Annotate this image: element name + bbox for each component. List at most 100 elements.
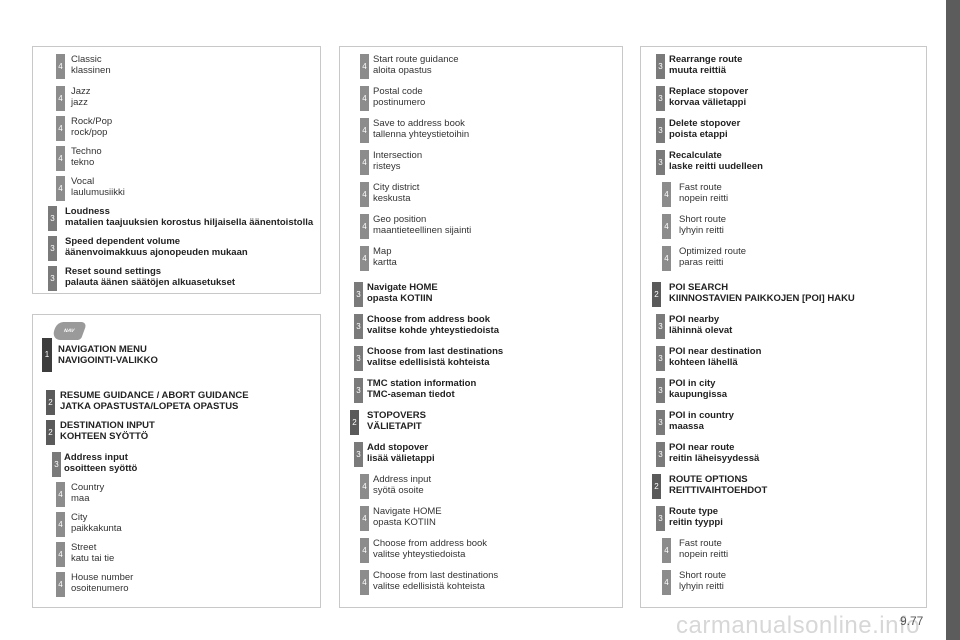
entry-label-finnish: nopein reitti [679, 548, 729, 560]
entry-label-english: Reset sound settings [65, 266, 162, 277]
entry-label-english: Rearrange route [669, 54, 743, 65]
entry-label-english: Choose from last destinations [373, 570, 499, 581]
entry-label-finnish: JATKA OPASTUSTA/LOPETA OPASTUS [60, 400, 239, 412]
level-badge: 4 [360, 214, 369, 239]
entry-label-finnish: TMC-aseman tiedot [367, 388, 455, 400]
entry-label-finnish: poista etappi [669, 128, 728, 140]
level-badge: 3 [656, 54, 665, 79]
entry-label-english: Vocal [71, 176, 95, 187]
level-badge: 4 [360, 538, 369, 563]
level-badge: 3 [656, 506, 665, 531]
entry-label-english: ROUTE OPTIONS [669, 474, 748, 485]
level-badge: 3 [656, 378, 665, 403]
level-badge: 1 [42, 338, 52, 372]
level-badge: 4 [56, 512, 65, 537]
level-badge: 4 [56, 54, 65, 79]
level-badge: 4 [56, 86, 65, 111]
level-badge: 3 [48, 266, 57, 291]
entry-label-finnish: lisää välietappi [367, 452, 435, 464]
level-badge: 3 [354, 442, 363, 467]
entry-label-finnish: REITTIVAIHTOEHDOT [669, 484, 768, 496]
entry-label-finnish: valitse edellisistä kohteista [367, 356, 490, 368]
entry-label-english: Optimized route [679, 246, 747, 257]
entry-label-english: Short route [679, 214, 726, 225]
panel-navigation-menu [32, 314, 321, 608]
entry-label-english: NAVIGATION MENU [58, 344, 147, 355]
entry-label-english: Intersection [373, 150, 423, 161]
level-badge: 3 [48, 236, 57, 261]
entry-label-english: Choose from last destinations [367, 346, 504, 357]
entry-label-finnish: kohteen lähellä [669, 356, 738, 368]
entry-label-finnish: reitin läheisyydessä [669, 452, 760, 464]
entry-label-english: City district [373, 182, 420, 193]
entry-label-finnish: NAVIGOINTI-VALIKKO [58, 354, 158, 366]
level-badge: 4 [360, 182, 369, 207]
entry-label-english: Rock/Pop [71, 116, 113, 127]
entry-label-english: Replace stopover [669, 86, 749, 97]
entry-label-english: Speed dependent volume [65, 236, 181, 247]
entry-label-finnish: syötä osoite [373, 484, 424, 496]
level-badge: 4 [662, 538, 671, 563]
entry-label-finnish: paras reitti [679, 256, 724, 268]
entry-label-finnish: kartta [373, 256, 397, 268]
page-number: 9.77 [900, 614, 924, 628]
entry-label-finnish: osoitteen syöttö [64, 462, 138, 474]
level-badge: 4 [662, 570, 671, 595]
entry-label-finnish: laulumusiikki [71, 186, 125, 198]
entry-label-english: Country [71, 482, 105, 493]
entry-label-english: Recalculate [669, 150, 722, 161]
entry-label-finnish: muuta reittiä [669, 64, 727, 76]
level-badge: 3 [354, 314, 363, 339]
entry-label-finnish: paikkakunta [71, 522, 122, 534]
entry-label-finnish: opasta KOTIIN [373, 516, 436, 528]
entry-label-finnish: tekno [71, 156, 95, 168]
entry-label-english: POI nearby [669, 314, 720, 325]
entry-label-english: Postal code [373, 86, 423, 97]
level-badge: 3 [656, 314, 665, 339]
entry-label-finnish: kaupungissa [669, 388, 728, 400]
entry-label-finnish: maassa [669, 420, 704, 432]
level-badge: 3 [48, 206, 57, 231]
entry-label-finnish: katu tai tie [71, 552, 115, 564]
level-badge: 4 [662, 214, 671, 239]
level-badge: 4 [360, 246, 369, 271]
level-badge: 2 [46, 390, 55, 415]
entry-label-english: Navigate HOME [367, 282, 438, 293]
level-badge: 4 [56, 572, 65, 597]
level-badge: 2 [652, 474, 661, 499]
entry-label-finnish: maantieteellinen sijainti [373, 224, 472, 236]
entry-label-english: Short route [679, 570, 726, 581]
entry-label-finnish: tallenna yhteystietoihin [373, 128, 470, 140]
entry-label-english: Save to address book [373, 118, 465, 129]
level-badge: 4 [360, 54, 369, 79]
entry-label-finnish: nopein reitti [679, 192, 729, 204]
entry-label-finnish: valitse yhteystiedoista [373, 548, 466, 560]
entry-label-finnish: postinumero [373, 96, 426, 108]
